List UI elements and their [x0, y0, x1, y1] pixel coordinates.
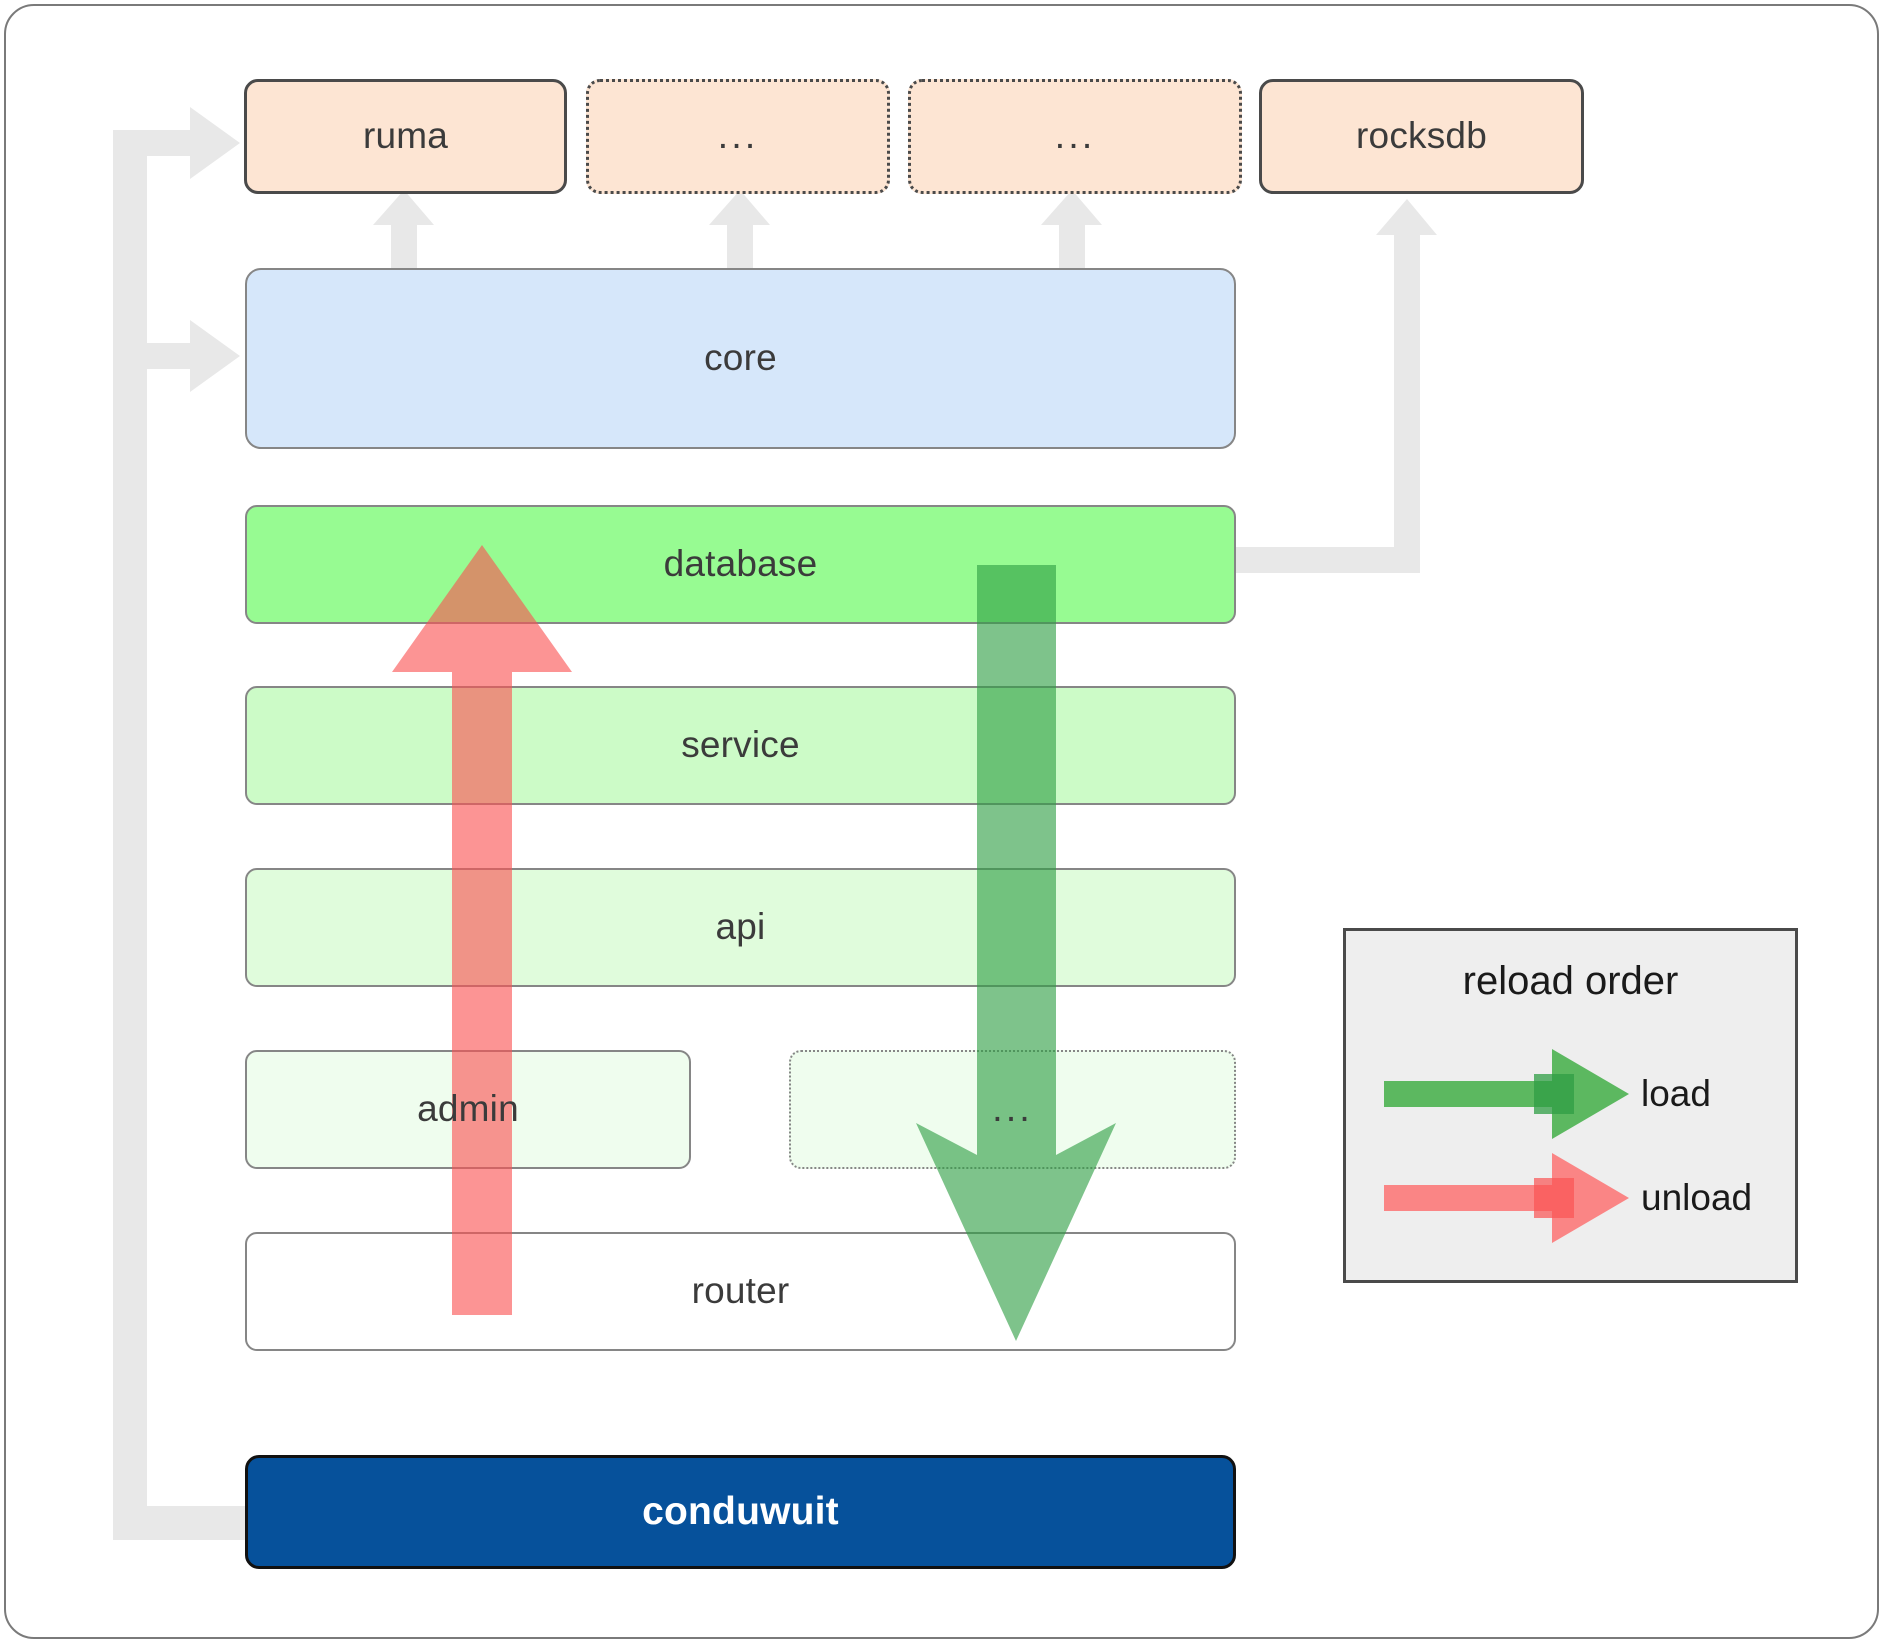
layer-label: database — [663, 543, 818, 585]
dependency-label: ... — [717, 114, 759, 157]
layer-box-router[interactable]: router — [245, 1232, 1236, 1351]
diagram-frame — [4, 4, 1879, 1639]
load-arrow-icon — [1384, 1049, 1629, 1139]
unload-arrow-icon — [1384, 1153, 1629, 1243]
layer-box-service[interactable]: service — [245, 686, 1236, 805]
dependency-label: ... — [1054, 114, 1096, 157]
legend-row-unload: unload — [1346, 1153, 1795, 1243]
dependency-label: ruma — [362, 115, 449, 157]
dependency-box-placeholder-1[interactable]: ... — [586, 79, 890, 194]
layer-label: admin — [417, 1088, 519, 1130]
legend-title: reload order — [1462, 959, 1679, 1003]
legend-label-unload: unload — [1641, 1177, 1753, 1218]
layer-box-admin[interactable]: admin — [245, 1050, 691, 1169]
layer-box-placeholder[interactable]: ... — [789, 1050, 1236, 1169]
legend-panel: reload order load unload — [1343, 928, 1798, 1283]
application-box-conduwuit[interactable]: conduwuit — [245, 1455, 1236, 1569]
layer-label: service — [681, 724, 800, 766]
layer-label: core — [704, 337, 777, 379]
legend-label-load: load — [1641, 1073, 1711, 1114]
layer-box-api[interactable]: api — [245, 868, 1236, 987]
dependency-box-ruma[interactable]: ruma — [244, 79, 567, 194]
dependency-label: rocksdb — [1356, 115, 1487, 157]
layer-box-core[interactable]: core — [245, 268, 1236, 449]
dependency-box-rocksdb[interactable]: rocksdb — [1259, 79, 1584, 194]
layer-label: ... — [992, 1087, 1033, 1130]
application-label: conduwuit — [642, 1489, 839, 1533]
legend-row-load: load — [1346, 1049, 1795, 1139]
dependency-box-placeholder-2[interactable]: ... — [908, 79, 1242, 194]
layer-label: api — [715, 906, 766, 948]
layer-label: router — [691, 1270, 790, 1312]
layer-box-database[interactable]: database — [245, 505, 1236, 624]
